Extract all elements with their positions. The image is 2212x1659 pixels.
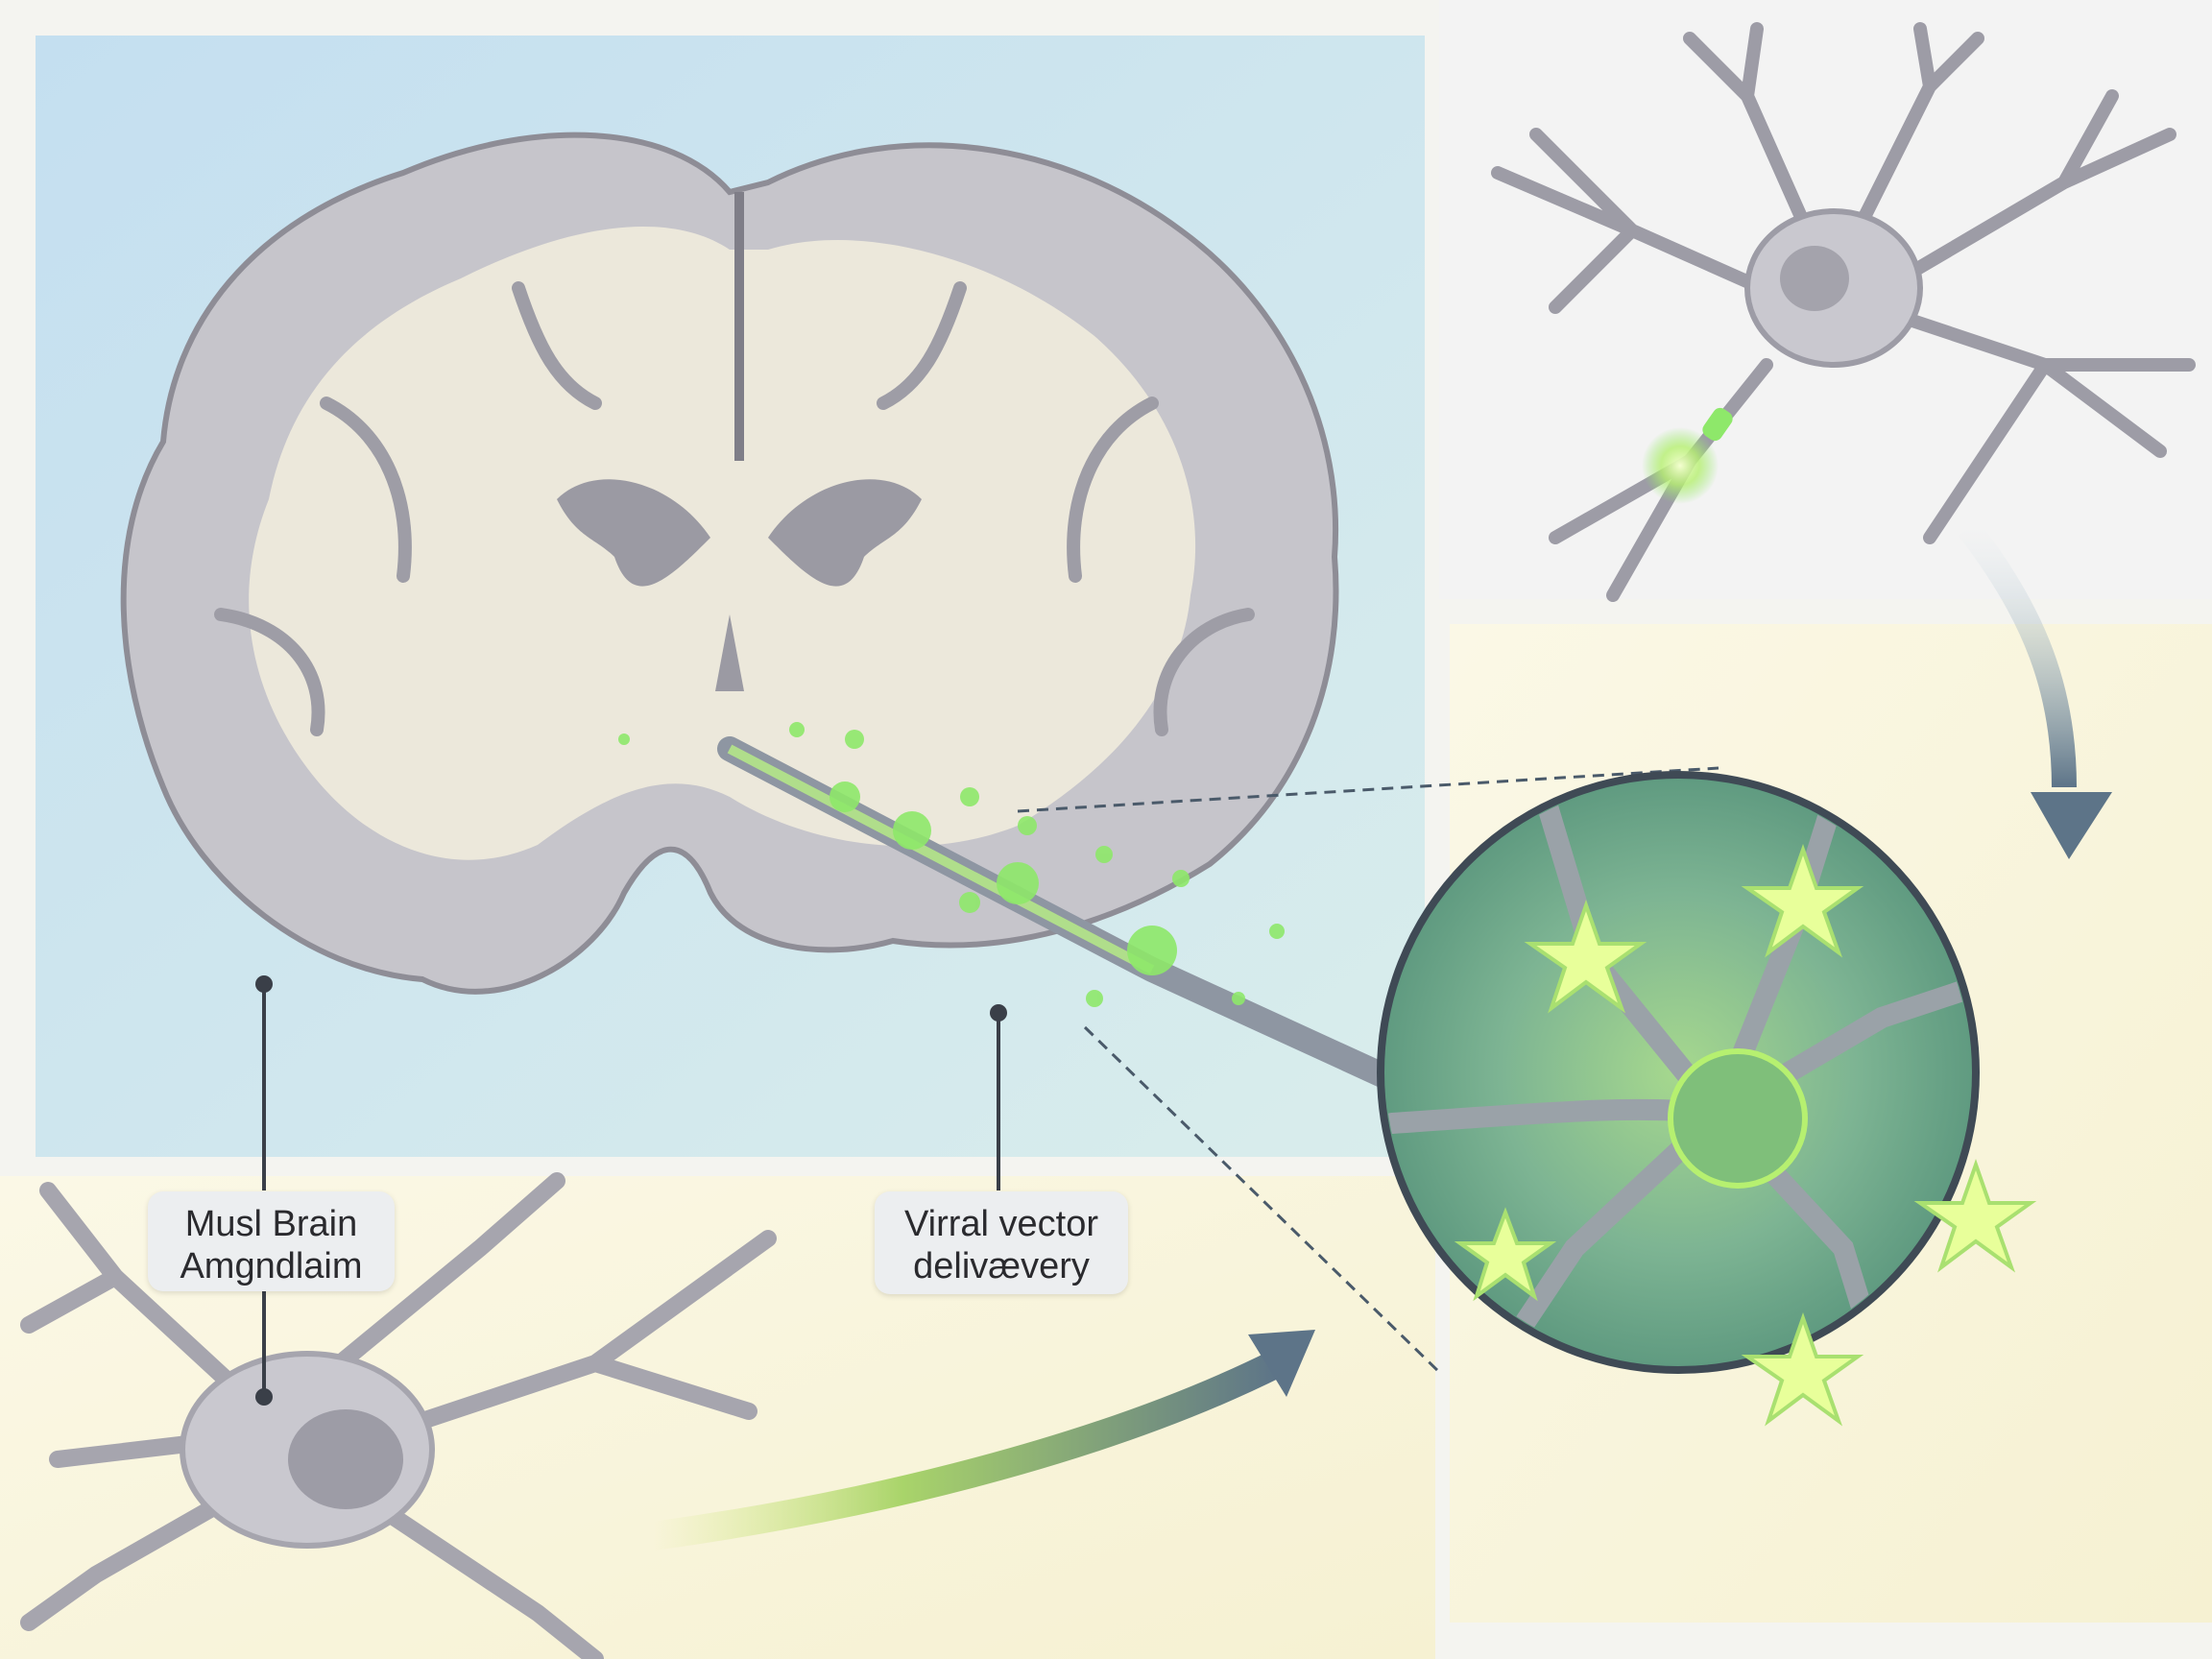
- label-brain-region-line2: Amgndlaim: [180, 1246, 363, 1286]
- label-viral-delivery-line2: delivævery: [913, 1246, 1090, 1286]
- zoom-callout-lines: [1017, 766, 1719, 1375]
- neuron-bottom: [20, 1172, 777, 1659]
- arrow-down-right: [1958, 520, 2112, 859]
- label-viral-delivery-line1: Virral vector: [903, 1204, 1099, 1244]
- neuron-top: [1491, 22, 2196, 602]
- label-leader-lines: [262, 984, 1000, 1397]
- marker-dot: [255, 1388, 273, 1406]
- label-viral-delivery: Virral vector delivævery: [875, 1191, 1128, 1294]
- viral-vector-probe: [618, 722, 1395, 1088]
- label-brain-region: Musl Brain Amgndlaim: [148, 1191, 395, 1291]
- marker-dot: [990, 1004, 1007, 1022]
- brain-coronal-section: [120, 132, 1339, 995]
- arrow-to-circle: [650, 1330, 1315, 1551]
- magnified-neuron-circle: [1377, 771, 2037, 1427]
- label-brain-region-line1: Musl Brain: [184, 1204, 358, 1244]
- marker-dot: [255, 975, 273, 993]
